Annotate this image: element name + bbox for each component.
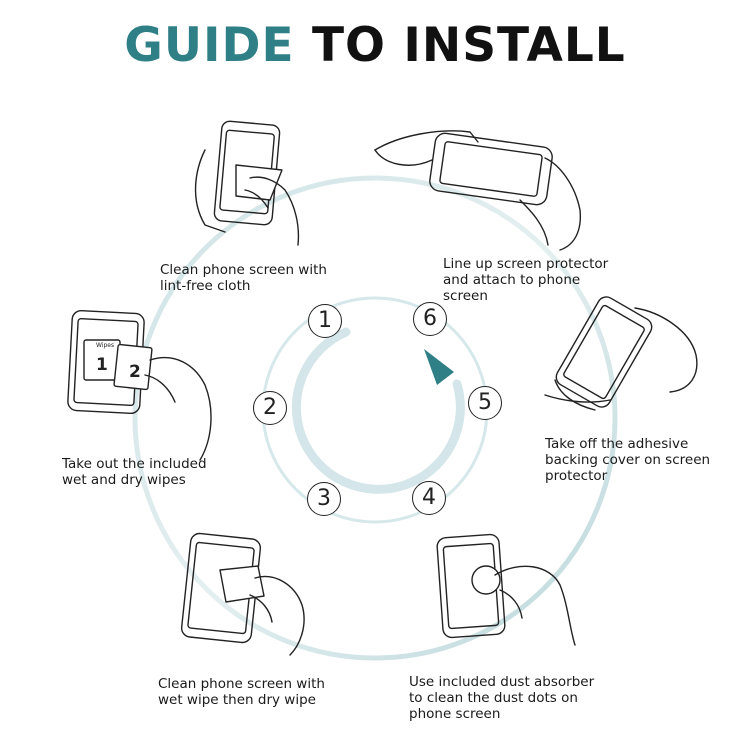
arrow-icon: [424, 349, 454, 385]
step-number-2: 2: [253, 391, 287, 425]
step-number-4: 4: [412, 481, 446, 515]
step5-illustration: [544, 296, 698, 411]
title-to-install: TO INSTALL: [312, 18, 626, 73]
step6-caption: Line up screen protector and attach to p…: [443, 256, 609, 304]
step-number-5: 5: [468, 386, 502, 420]
step4-caption: Use included dust absorber to clean the …: [409, 674, 595, 722]
step5-caption: Take off the adhesive backing cover on s…: [545, 436, 711, 484]
page-title: GUIDE TO INSTALL: [0, 18, 750, 73]
progress-arc: [291, 327, 465, 494]
step-number-6: 6: [413, 302, 447, 336]
step2-illustration: [67, 309, 212, 461]
step1-illustration: [194, 120, 300, 246]
wipes-label: Wipes: [96, 342, 114, 349]
wipe-number-dry: 2: [129, 362, 141, 382]
outer-ring: [132, 175, 618, 661]
step-number-1: 1: [308, 304, 342, 338]
step-number-3: 3: [307, 482, 341, 516]
step3-caption: Clean phone screen with wet wipe then dr…: [158, 676, 325, 708]
step3-illustration: [180, 532, 305, 656]
title-guide: GUIDE: [124, 18, 295, 73]
wipe-number-wet: 1: [96, 355, 108, 375]
step4-illustration: [436, 533, 576, 646]
step6-illustration: [374, 130, 582, 251]
step1-caption: Clean phone screen with lint-free cloth: [160, 262, 327, 294]
step2-caption: Take out the included wet and dry wipes: [62, 456, 207, 488]
